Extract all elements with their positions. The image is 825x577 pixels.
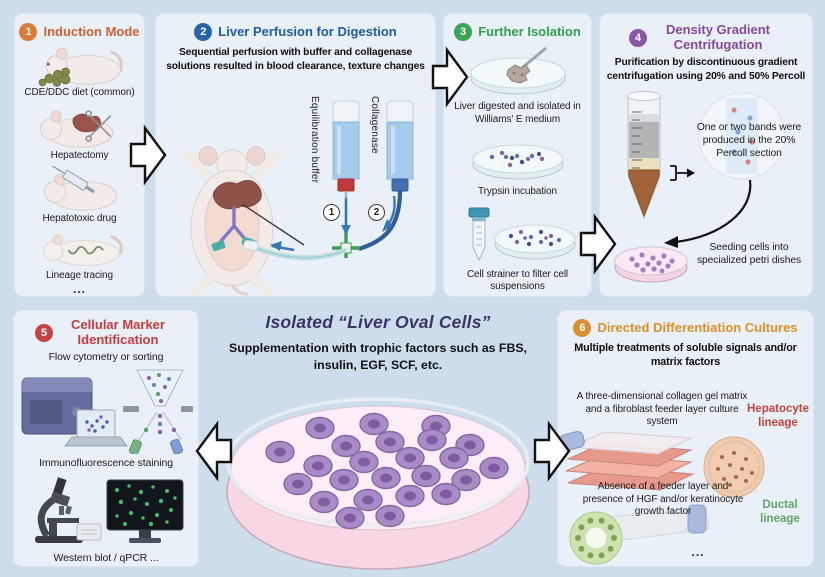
panel-1-title: Induction Mode	[43, 23, 140, 39]
markers-caption: Western blot / qPCR ...	[53, 552, 159, 565]
markers-caption: Flow cytometry or sorting	[48, 351, 164, 364]
isolation-caption: Trypsin incubation	[478, 186, 557, 197]
perfusion-step-2-badge: 2	[368, 204, 385, 221]
panel-induction-mode: 1 Induction Mode CDE/DDC diet (common)	[14, 13, 145, 297]
markers-caption: Immunofluorescence staining	[39, 457, 173, 470]
hepatocyte-text: A three-dimensional collagen gel matrix …	[576, 391, 748, 427]
ductal-text: Absence of a feeder layer and presence o…	[582, 481, 744, 517]
bottle-2-label: Collagenase	[369, 96, 380, 154]
ductal-lineage-label: Ductal lineage	[760, 499, 800, 525]
cell-strainer-icon	[468, 207, 575, 261]
differentiation-subtitle: Multiple treatments of soluble signals a…	[574, 342, 797, 369]
induction-item-label: Lineage tracing	[46, 269, 113, 281]
panel-further-isolation: 3 Further Isolation Liver digested and i…	[443, 13, 592, 297]
isolation-caption: Liver digested and isolated in Williams'…	[454, 101, 581, 125]
differentiation-ellipsis: ...	[691, 545, 705, 559]
flow-arrow-center-to-6	[532, 420, 572, 482]
trypsin-dish-icon	[472, 144, 563, 180]
mouse-lineage-icon	[42, 234, 123, 267]
centrifugation-subtitle: Purification by discontinuous gradient c…	[606, 57, 806, 82]
induction-item-label: Hepatotoxic drug	[42, 212, 117, 224]
band-magnifier-icon	[698, 92, 786, 180]
step-6-badge: 6	[573, 319, 592, 337]
perfusion-scene-illustration	[181, 100, 414, 296]
bottle-1-label: Equilibration buffer	[309, 96, 320, 184]
bands-note: One or two bands were produced in the 20…	[696, 122, 802, 159]
mouse-diet-icon	[38, 47, 123, 87]
panel-4-title: Density Gradient Centrifugation	[665, 22, 771, 52]
panel-6-title: Directed Differentiation Cultures	[597, 319, 798, 335]
duct-structure-icon	[569, 504, 710, 565]
panel-density-gradient: 4 Density Gradient Centrifugation Purifi…	[599, 13, 813, 297]
collagen-gel-icon	[559, 431, 765, 498]
panel-3-title: Further Isolation	[478, 23, 581, 39]
step-4-badge: 4	[629, 28, 647, 47]
step-2-badge: 2	[194, 23, 213, 41]
oval-cells-dish-icon	[226, 397, 530, 570]
step-3-badge: 3	[454, 23, 473, 41]
panel-cellular-marker: 5 Cellular Marker Identification Flow cy…	[13, 310, 199, 567]
panel-2-title: Liver Perfusion for Digestion	[218, 23, 397, 39]
isolation-caption: Cell strainer to filter cell suspensions	[466, 268, 569, 293]
center-subtitle: Supplementation with trophic factors suc…	[229, 341, 527, 372]
panel-5-title: Cellular Marker Identification	[71, 317, 165, 347]
induction-item-label: Hepatectomy	[50, 149, 109, 161]
flow-arrow-center-to-5	[194, 420, 234, 482]
seeding-note: Seeding cells into specialized petri dis…	[696, 242, 802, 266]
perfusion-step-1-badge: 1	[323, 204, 340, 221]
curved-arrow-icon	[664, 179, 752, 248]
mouse-hepatectomy-icon	[39, 110, 113, 148]
seeded-dish-icon	[614, 246, 688, 283]
induction-item-label: CDE/DDC diet (common)	[24, 87, 135, 99]
center-title: Isolated “Liver Oval Cells”	[265, 312, 491, 332]
flow-cytometer-icon	[21, 369, 193, 455]
panel-liver-perfusion: 2 Liver Perfusion for Digestion Sequenti…	[155, 13, 436, 297]
flow-arrow-2-to-3	[430, 46, 470, 108]
liver-digest-dish-icon	[470, 46, 565, 95]
mouse-syringe-icon	[43, 166, 117, 212]
panel-directed-differentiation: 6 Directed Differentiation Cultures Mult…	[557, 310, 814, 567]
bracket-arrow-icon	[670, 165, 695, 181]
flow-arrow-1-to-2	[128, 124, 168, 186]
perfusion-subtitle: Sequential perfusion with buffer and col…	[166, 47, 425, 72]
flow-arrow-3-to-4	[578, 213, 618, 275]
centrifuge-tube-icon	[626, 91, 662, 220]
hepatocyte-lineage-label: Hepatocyte lineage	[747, 403, 809, 429]
step-1-badge: 1	[19, 23, 38, 41]
microscope-monitor-icon	[35, 477, 184, 544]
induction-ellipsis: ...	[72, 282, 86, 296]
step-5-badge: 5	[35, 323, 53, 342]
